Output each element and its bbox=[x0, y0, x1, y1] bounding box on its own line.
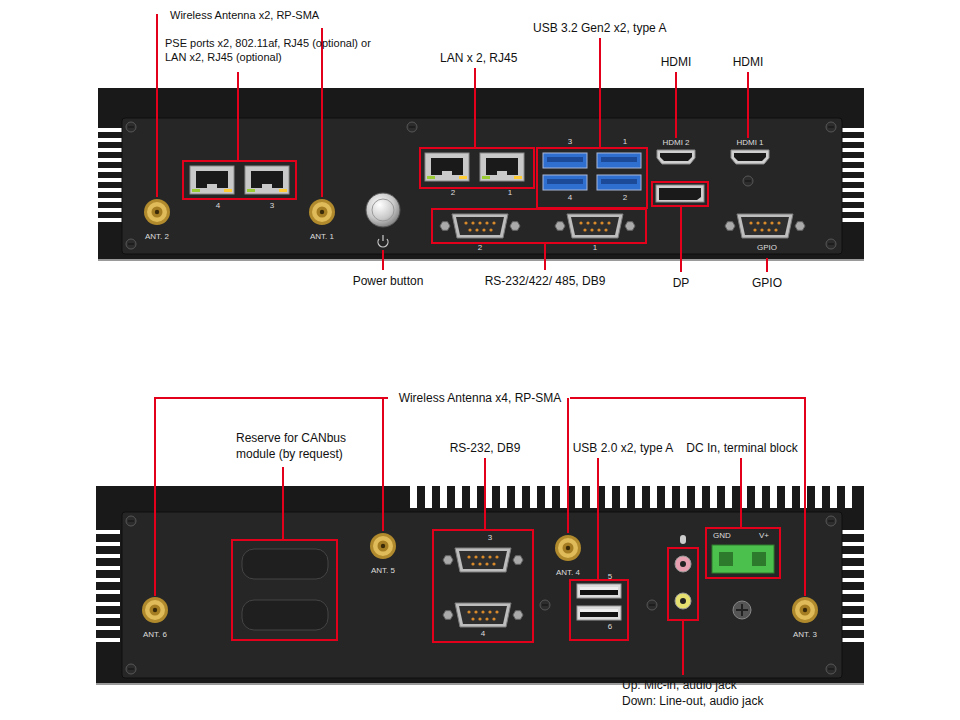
callout-label: DP bbox=[673, 276, 690, 292]
callout-label: Wireless Antenna x4, RP-SMA bbox=[399, 391, 562, 407]
port-label: 4 bbox=[481, 629, 485, 639]
callout-label: Up: Mic-in, audio jack bbox=[622, 678, 737, 694]
callout-label: GPIO bbox=[752, 276, 782, 292]
port-label: GND bbox=[713, 531, 731, 541]
callout-label: USB 3.2 Gen2 x2, type A bbox=[533, 21, 666, 37]
port-label: 1 bbox=[593, 243, 597, 253]
port-label: ANT. 5 bbox=[371, 566, 395, 576]
port-label: 2 bbox=[478, 243, 482, 253]
port-label: HDMI 2 bbox=[662, 138, 689, 148]
callout-label: LAN x 2, RJ45 bbox=[440, 51, 517, 67]
callout-label: HDMI bbox=[733, 55, 764, 71]
port-label: ANT. 3 bbox=[793, 630, 817, 640]
port-label: 3 bbox=[488, 533, 492, 543]
callout-label: RS-232/422/ 485, DB9 bbox=[485, 274, 606, 290]
port-label: V+ bbox=[759, 531, 769, 541]
callout-label: Down: Line-out, audio jack bbox=[622, 694, 763, 710]
callout-label: HDMI bbox=[661, 55, 692, 71]
port-label: 4 bbox=[568, 193, 572, 203]
port-label: 3 bbox=[568, 137, 572, 147]
callout-label: DC In, terminal block bbox=[686, 441, 797, 457]
callout-label: Wireless Antenna x2, RP-SMA bbox=[170, 8, 319, 22]
port-label: 3 bbox=[270, 201, 274, 211]
callout-label: USB 2.0 x2, type A bbox=[573, 441, 674, 457]
port-label: HDMI 1 bbox=[736, 138, 763, 148]
callout-label: Power button bbox=[353, 274, 424, 290]
callout-label: Reserve for CANbus module (by request) bbox=[236, 431, 366, 462]
port-label: ANT. 2 bbox=[145, 232, 169, 242]
port-label: 5 bbox=[608, 572, 612, 582]
port-label: GPIO bbox=[757, 243, 777, 253]
port-label: ANT. 6 bbox=[143, 630, 167, 640]
port-label: ANT. 4 bbox=[556, 568, 580, 578]
port-label: 1 bbox=[623, 137, 627, 147]
callout-label: PSE ports x2, 802.11af, RJ45 (optional) … bbox=[165, 36, 380, 65]
port-label: 6 bbox=[608, 622, 612, 632]
port-label: 2 bbox=[623, 193, 627, 203]
port-label: 2 bbox=[451, 188, 455, 198]
port-label: 1 bbox=[508, 188, 512, 198]
port-label: ANT. 1 bbox=[310, 232, 334, 242]
callout-label: RS-232, DB9 bbox=[450, 441, 521, 457]
port-label: 4 bbox=[216, 201, 220, 211]
